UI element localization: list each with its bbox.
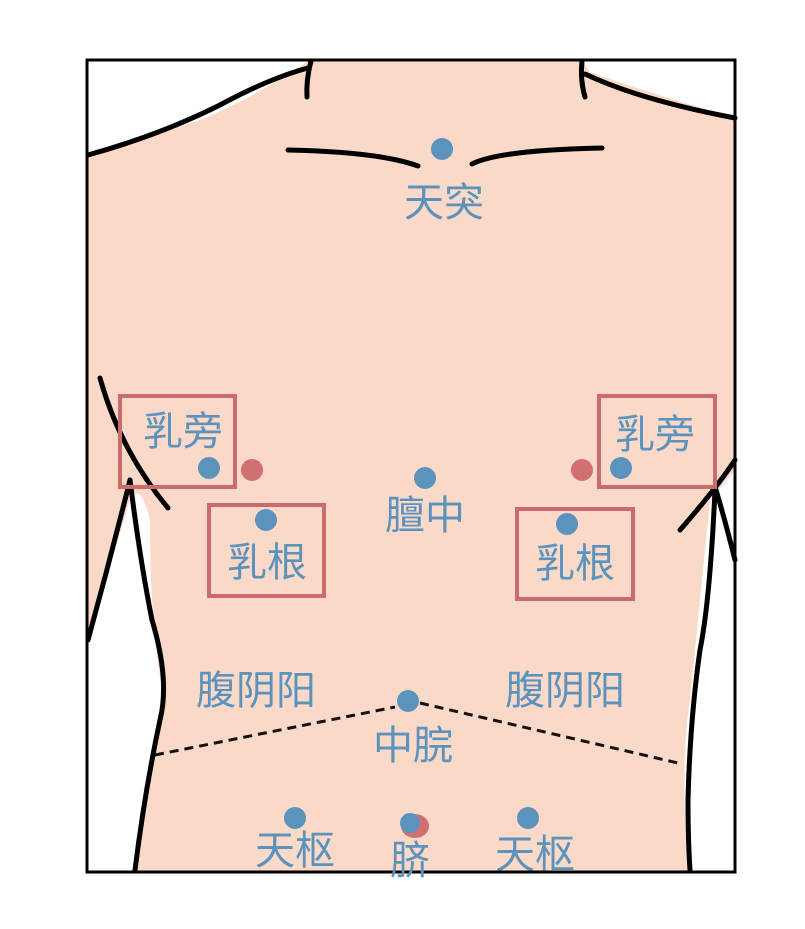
- rupang-left-box: [118, 394, 237, 489]
- label-zhongwan: 中脘: [373, 723, 453, 769]
- label-fuyinyang-left: 腹阴阳: [196, 668, 316, 714]
- frame: [85, 58, 737, 874]
- rupang-right-point[interactable]: [610, 457, 632, 479]
- right-side-bg: [684, 470, 735, 872]
- rugen-left-box: [207, 503, 326, 598]
- zhongwan-point[interactable]: [397, 690, 419, 712]
- label-danzhong: 膻中: [385, 493, 465, 539]
- danzhong-point[interactable]: [414, 467, 436, 489]
- rupang-right-box: [597, 394, 717, 489]
- qi-point[interactable]: [400, 813, 420, 833]
- rugen-right-point[interactable]: [556, 513, 578, 535]
- nipple-left-point: [241, 459, 263, 481]
- label-rupang-right: 乳旁: [615, 412, 695, 458]
- label-tianshu-right: 天枢: [495, 832, 575, 878]
- acupoints: [198, 138, 632, 838]
- label-rugen-left: 乳根: [227, 540, 307, 586]
- tiantu-point[interactable]: [431, 138, 453, 160]
- label-rugen-right: 乳根: [535, 541, 615, 587]
- label-qi: 脐: [390, 838, 430, 884]
- label-tianshu-left: 天枢: [255, 828, 335, 874]
- rib-line-left: [154, 705, 396, 757]
- rupang-left-point[interactable]: [198, 457, 220, 479]
- label-fuyinyang-right: 腹阴阳: [505, 668, 625, 714]
- tianshu-right-point[interactable]: [517, 807, 539, 829]
- nipple-right-point: [571, 459, 593, 481]
- left-shoulder-bg: [87, 60, 310, 155]
- rugen-left-point[interactable]: [255, 509, 277, 531]
- right-shoulder-bg: [582, 60, 735, 118]
- label-rupang-left: 乳旁: [143, 409, 223, 455]
- body-outline: [85, 58, 738, 873]
- tianshu-left-point[interactable]: [284, 807, 306, 829]
- label-tiantu: 天突: [404, 180, 484, 226]
- rugen-right-box: [515, 507, 635, 601]
